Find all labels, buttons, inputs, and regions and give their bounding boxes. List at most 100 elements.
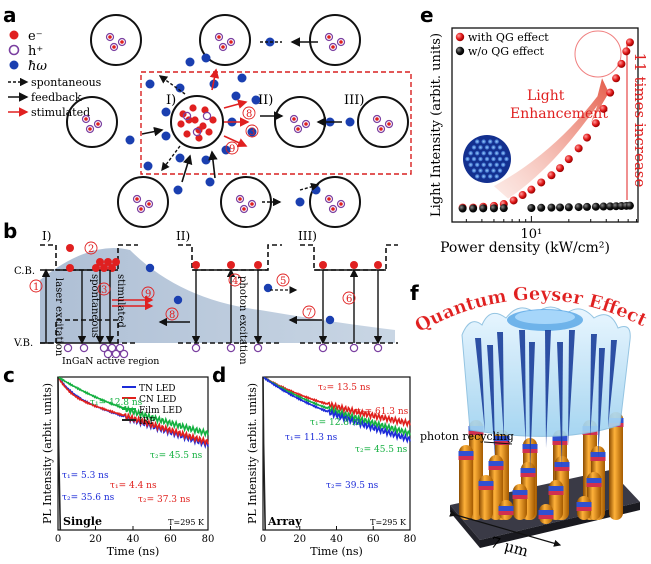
- inset-spot: [481, 139, 487, 144]
- light-ray: [487, 345, 495, 460]
- inset-spot: [484, 145, 490, 150]
- quantum-well-band: [548, 486, 564, 491]
- quantum-well-band: [538, 515, 554, 519]
- step-label: 4: [232, 276, 238, 287]
- photon-dot: [231, 91, 241, 101]
- region-label-2: II): [176, 229, 190, 243]
- electron-dot: [112, 45, 116, 49]
- quantum-well-band: [520, 468, 536, 473]
- photon-dot: [161, 107, 171, 117]
- hole-dot: [63, 343, 73, 353]
- electron-dot: [96, 122, 100, 126]
- photon-dot: [143, 161, 153, 171]
- data-point-noqg: [479, 204, 488, 213]
- inset-spot: [491, 168, 496, 173]
- panel-f: f Quantum Geyser Effect photon recycling…: [410, 281, 651, 560]
- legend-marker: [455, 32, 465, 42]
- hole-icon: [8, 44, 20, 56]
- hole-dot: [81, 114, 91, 124]
- photon-dot: [201, 155, 211, 165]
- hole-dot: [93, 119, 103, 129]
- electron-dot: [201, 106, 209, 114]
- panel-a: a e⁻ h⁺ ħω spontaneous feedback stimulat…: [3, 3, 412, 228]
- electron-dot: [92, 264, 100, 272]
- x-tick-label: 20: [293, 534, 306, 545]
- data-point-qg: [547, 171, 556, 180]
- data-point-noqg: [556, 203, 565, 212]
- data-point-noqg: [537, 203, 546, 212]
- y-axis-label: PL Intensity (arbit. units): [246, 383, 259, 524]
- step-label: 8: [246, 109, 252, 120]
- inset-spot: [478, 156, 483, 162]
- data-point-qg: [606, 88, 615, 97]
- region-label-2: II): [258, 93, 273, 108]
- photon-recycling-label: photon recycling: [420, 430, 514, 443]
- light-ray: [590, 334, 597, 438]
- hole-dot: [191, 343, 201, 353]
- hole-dot: [318, 343, 328, 353]
- electron-dot: [319, 261, 327, 269]
- step-label: 3: [249, 127, 255, 138]
- legend-label: IRF: [139, 417, 156, 427]
- inset-spot: [487, 139, 493, 144]
- data-point-noqg: [547, 203, 556, 212]
- inset-spot: [500, 162, 506, 168]
- electron-dot: [205, 128, 213, 136]
- electron-dot: [339, 40, 343, 44]
- panel-a-letter: a: [3, 3, 17, 27]
- legend-stimulated-label: stimulated: [31, 106, 90, 119]
- light-ray: [519, 330, 526, 446]
- scale-bar: [449, 509, 562, 547]
- quantum-well-band: [548, 491, 564, 495]
- nanorod: [609, 412, 623, 520]
- data-point-noqg: [564, 203, 573, 212]
- data-point-qg: [509, 196, 518, 205]
- quantum-well-band: [488, 461, 504, 466]
- tau-annotation: τ₂= 37.3 ns: [138, 495, 191, 505]
- quantum-well-band: [488, 466, 504, 470]
- inset-spot: [478, 168, 483, 173]
- data-point-qg: [612, 74, 621, 83]
- hole-dot: [372, 114, 382, 124]
- data-point-qg: [599, 104, 608, 113]
- inset-spot: [471, 156, 477, 162]
- light-ray: [568, 330, 575, 446]
- hole-dot: [132, 194, 142, 204]
- photon-dot: [175, 153, 185, 163]
- data-point-qg: [537, 178, 546, 187]
- hole-dot: [349, 343, 359, 353]
- panel-f-letter: f: [410, 281, 419, 305]
- series-line-irf: [57, 376, 62, 531]
- active-region-label: InGaN active region: [62, 356, 159, 367]
- hole-dot: [324, 194, 334, 204]
- quantum-well-band: [520, 473, 536, 477]
- emission-dome-highlight: [515, 310, 575, 324]
- electron-dot: [112, 258, 120, 266]
- nanorod-circle: [220, 176, 272, 228]
- series-line-irf: [262, 376, 266, 531]
- electron-dot: [189, 104, 197, 112]
- hole-dot: [328, 42, 338, 52]
- plot-frame: [451, 27, 639, 223]
- quantum-well-band: [468, 431, 484, 435]
- inset-spot: [500, 150, 506, 156]
- data-point-noqg: [469, 204, 478, 213]
- quantum-well-band: [512, 490, 528, 495]
- electron-dot: [195, 126, 203, 134]
- tau-annotation: τ₂= 39.5 ns: [326, 481, 379, 491]
- tau-annotation: τ₁= 12.8 ns: [310, 418, 363, 428]
- feedback-arrow: [141, 126, 164, 137]
- hole-dot: [111, 349, 121, 359]
- inset-spot: [497, 145, 503, 150]
- data-point-noqg: [458, 204, 467, 213]
- step-label: 3: [101, 285, 107, 296]
- step-badge: [245, 124, 259, 138]
- electron-dot: [374, 261, 382, 269]
- legend-label: TN LED: [139, 384, 176, 394]
- inset-spot: [474, 150, 480, 156]
- quantum-well-band: [494, 436, 510, 441]
- electron-dot: [104, 258, 112, 266]
- inset-spot: [491, 156, 496, 162]
- hole-dot: [109, 42, 119, 52]
